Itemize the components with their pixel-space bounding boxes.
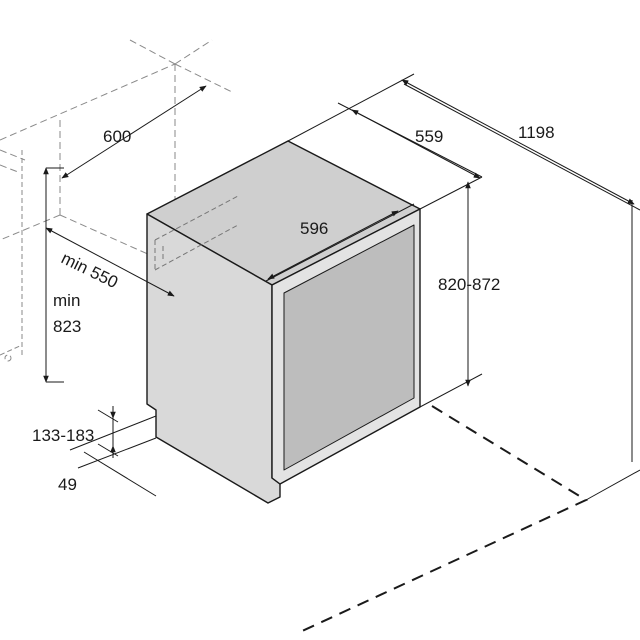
dim-niche-height-label-line1: min bbox=[53, 291, 80, 310]
niche-side-wall bbox=[0, 150, 23, 362]
dishwasher-body bbox=[146, 140, 421, 504]
dim-niche-depth-label: min 550 bbox=[58, 249, 121, 293]
dim-niche-width-label: 600 bbox=[103, 127, 131, 146]
dim-niche-height-label-line2: 823 bbox=[53, 317, 81, 336]
dim-plinth-height-label: 133-183 bbox=[32, 426, 94, 445]
dim-cabinet-width-label: 596 bbox=[300, 219, 328, 238]
dim-depth-door-open-label: 1198 bbox=[518, 123, 555, 142]
dim-cabinet-height-label: 820-872 bbox=[438, 275, 500, 294]
dimension-arrows bbox=[110, 79, 635, 458]
dim-cabinet-depth-label: 559 bbox=[415, 127, 443, 146]
dim-plinth-depth-label: 49 bbox=[58, 475, 77, 494]
